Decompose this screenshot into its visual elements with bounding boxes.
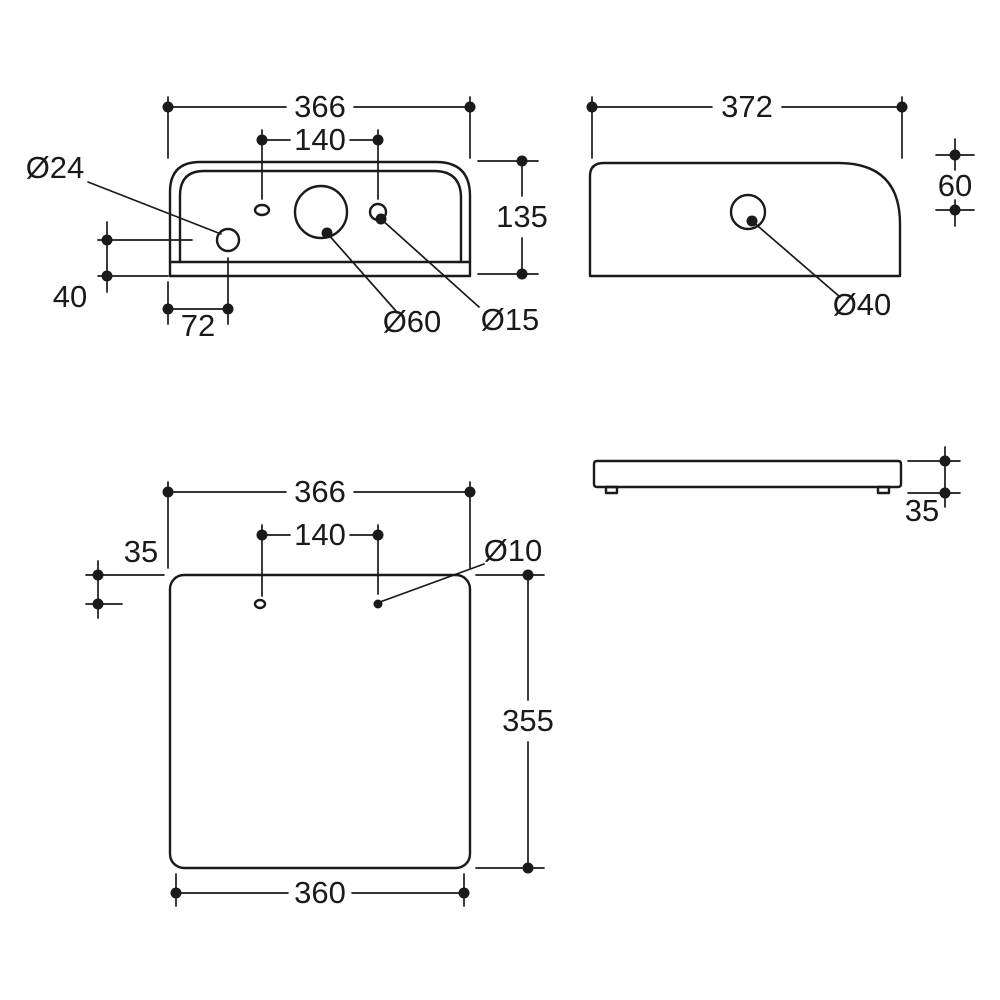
dim-label-front-height: 135 <box>496 199 548 234</box>
lid-foot-right <box>876 485 891 495</box>
plan-hole-small-oval <box>253 598 267 610</box>
dim-plan-width-366: 366 <box>162 474 476 569</box>
dim-label-plan-edge-offset: 35 <box>124 534 158 569</box>
plan-view: 366 140 35 Ø10 <box>85 474 554 910</box>
dim-label-plan-depth: 355 <box>502 703 554 738</box>
lid-profile-view: 35 <box>592 446 961 528</box>
dim-label-front-hole-spacing: 140 <box>294 122 346 157</box>
label-hole-d10: Ø10 <box>484 533 543 568</box>
hole-small-oval <box>253 203 271 217</box>
hole-d40 <box>729 193 767 231</box>
plan-outline <box>168 573 472 870</box>
dim-label-side-width: 372 <box>721 89 773 124</box>
dim-side-top-height-60: 60 <box>935 138 975 227</box>
lid-outline <box>592 459 903 489</box>
dim-label-plan-width: 366 <box>294 474 346 509</box>
front-inner-outline <box>178 169 463 264</box>
leader-hole-d24: Ø24 <box>26 150 222 235</box>
dim-label-side-top-height: 60 <box>938 168 972 203</box>
dim-front-base-height-40: 40 <box>53 221 193 314</box>
dim-front-hole-spacing-140: 140 <box>256 122 384 200</box>
front-outer-outline <box>168 160 472 278</box>
dim-side-width-372: 372 <box>586 89 908 159</box>
leader-hole-d40: Ø40 <box>746 215 892 322</box>
dim-label-front-hole-offset: 72 <box>181 308 215 343</box>
dim-front-hole-offset-72: 72 <box>162 257 234 343</box>
leader-hole-d60: Ø60 <box>321 227 442 339</box>
side-outline <box>588 161 902 278</box>
label-hole-d40: Ø40 <box>833 287 892 322</box>
dim-plan-hole-spacing-140: 140 <box>256 517 384 597</box>
dim-lid-thickness-35: 35 <box>905 446 961 528</box>
dim-label-front-base-height: 40 <box>53 279 87 314</box>
hole-d24 <box>215 227 241 253</box>
front-view: 366 140 135 40 <box>26 89 548 343</box>
dim-label-plan-hole-spacing: 140 <box>294 517 346 552</box>
dim-front-width-366: 366 <box>162 89 476 159</box>
dim-label-plan-bottom-width: 360 <box>294 875 346 910</box>
dim-plan-bottom-width-360: 360 <box>170 873 470 910</box>
hole-d60 <box>293 184 349 240</box>
side-view: 372 60 Ø40 <box>586 89 975 322</box>
dim-label-front-width: 366 <box>294 89 346 124</box>
leader-hole-d10: Ø10 <box>379 533 543 603</box>
dim-front-height-135: 135 <box>477 155 548 280</box>
dim-label-lid-thickness: 35 <box>905 493 939 528</box>
dim-plan-edge-offset-35: 35 <box>85 534 165 619</box>
leader-hole-d15: Ø15 <box>375 213 540 337</box>
lid-foot-left <box>604 485 619 495</box>
label-hole-d60: Ø60 <box>383 304 442 339</box>
dim-plan-depth-355: 355 <box>475 569 554 874</box>
label-hole-d15: Ø15 <box>481 302 540 337</box>
label-hole-d24: Ø24 <box>26 150 85 185</box>
